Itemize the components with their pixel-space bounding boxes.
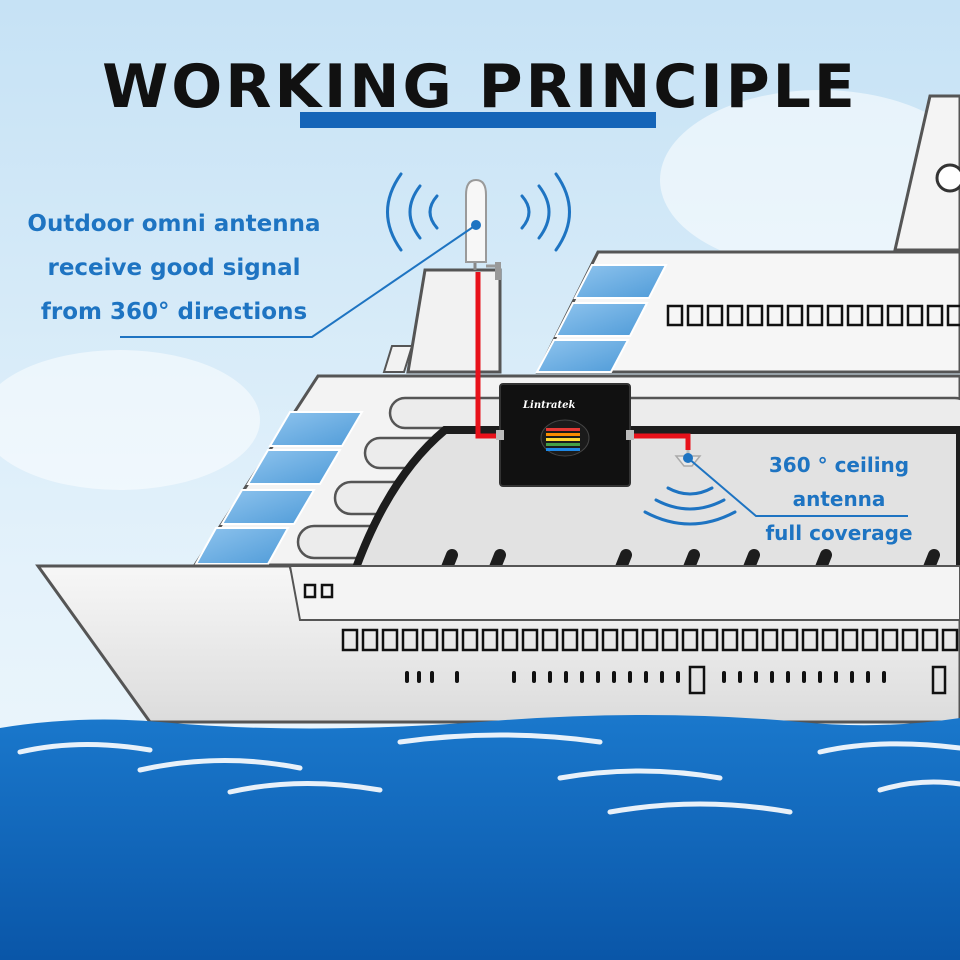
antenna-signal-waves-icon: [386, 172, 571, 252]
ceiling-antenna-callout: 360 ° ceiling antenna full coverage: [720, 448, 958, 550]
sea-wave-highlights: [17, 732, 960, 815]
ceiling-callout-line-1: 360 ° ceiling antenna: [768, 453, 910, 511]
sea: [0, 715, 960, 960]
outdoor-antenna-callout: Outdoor omni antenna receive good signal…: [14, 202, 334, 334]
ceiling-signal-waves-icon: [643, 486, 737, 526]
outdoor-callout-line-2: receive good signal: [47, 255, 301, 281]
ship: [35, 94, 960, 724]
outdoor-callout-line-1: Outdoor omni antenna: [27, 211, 321, 237]
callout-leader-lines: [120, 224, 908, 517]
signal-booster-device: [496, 383, 634, 487]
page-title: WORKING PRINCIPLE: [102, 52, 858, 122]
title-underline: [300, 112, 656, 128]
outdoor-callout-line-3: from 360° directions: [40, 299, 308, 325]
booster-brand-label: Lintratek: [522, 400, 575, 411]
ceiling-callout-line-2: full coverage: [765, 521, 913, 545]
